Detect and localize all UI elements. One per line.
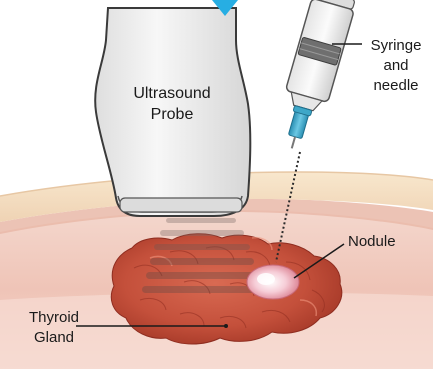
syringe-label-line1: Syringe [371,37,422,54]
syringe-label-line3: needle [373,77,418,94]
probe-label-line1: Ultrasound [133,85,210,102]
thyroid-leader-dot [224,324,228,328]
nodule-label: Nodule [348,233,396,250]
thyroid-label-line2: Gland [34,329,74,346]
nodule [247,265,299,299]
probe-label-line2: Probe [151,106,194,123]
thyroid-label-line1: Thyroid [29,309,79,326]
syringe-label-line2: and [383,57,408,74]
